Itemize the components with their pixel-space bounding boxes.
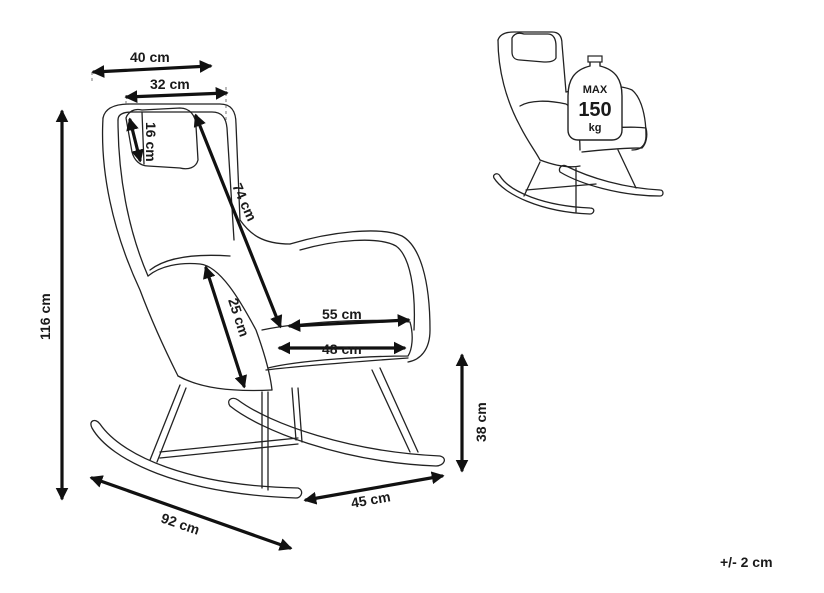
dim-arrow-base-depth (303, 471, 445, 505)
dim-arrow-headrest (126, 117, 144, 163)
label-back-height: 74 cm (229, 181, 260, 224)
tolerance-note: +/- 2 cm (720, 554, 773, 570)
label-base-depth: 45 cm (350, 488, 392, 511)
label-seat-depth: 55 cm (322, 306, 362, 322)
main-chair-drawing (90, 103, 445, 499)
max-load-label: MAX (583, 84, 608, 96)
dim-arrow-arm-height (203, 265, 247, 389)
dim-arrow-width-inner (124, 87, 229, 103)
dim-arrow-back-height (193, 113, 283, 329)
label-headrest: 16 cm (143, 122, 159, 162)
max-load-unit: kg (589, 122, 602, 134)
dim-arrow-seat-depth (287, 314, 411, 332)
label-seat-height: 38 cm (473, 402, 489, 442)
dim-arrow-length (89, 475, 293, 551)
small-chair-drawing (492, 31, 664, 215)
label-width-top: 40 cm (130, 49, 170, 65)
label-seat-width: 48 cm (322, 341, 362, 357)
label-total-height: 116 cm (37, 293, 53, 340)
max-load-value: 150 (578, 99, 611, 121)
dim-arrow-width-top (91, 60, 213, 78)
jug-cap-icon (587, 55, 603, 63)
label-width-inner: 32 cm (150, 76, 190, 92)
